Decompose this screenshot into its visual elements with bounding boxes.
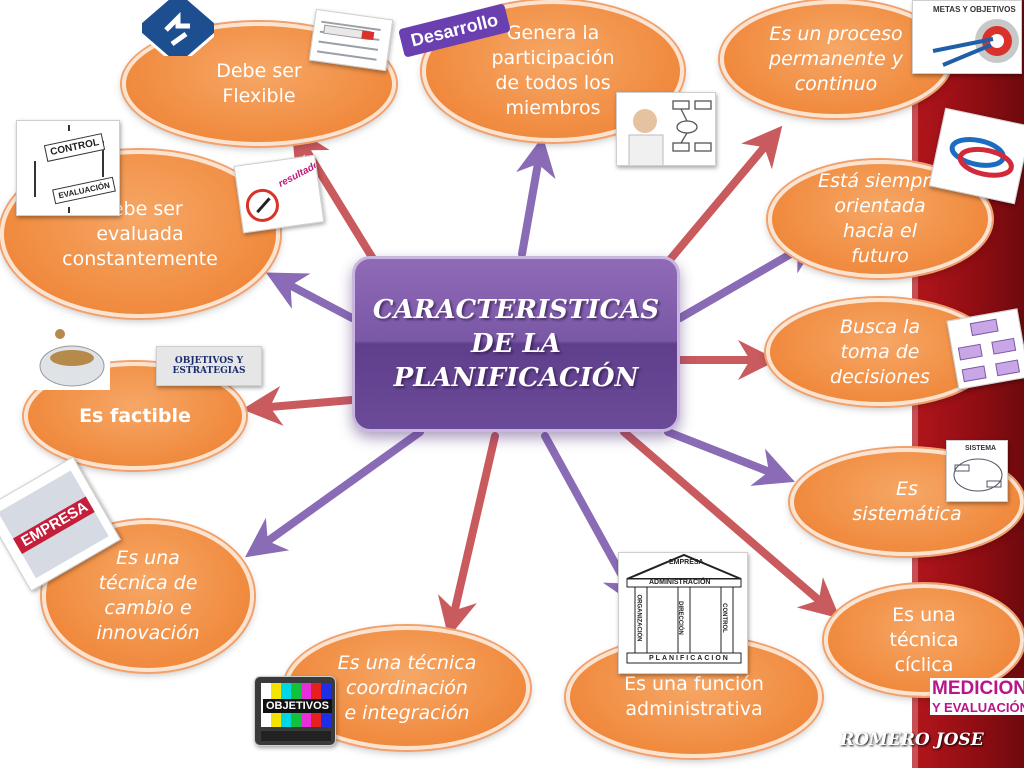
direction-sign-image bbox=[142, 0, 214, 56]
rubber-bands-image bbox=[928, 107, 1024, 205]
author-signature: ROMERO JOSE bbox=[840, 730, 984, 750]
metas-objetivos-label: METAS Y OBJETIVOS bbox=[933, 5, 1016, 14]
empresa-top-label: EMPRESA bbox=[669, 559, 704, 566]
org-chart-image bbox=[946, 308, 1024, 390]
control-evaluation-image: CONTROL EVALUACIÓN bbox=[16, 120, 120, 216]
direccion-label: DIRECCIÓN bbox=[676, 601, 683, 635]
system-icon bbox=[953, 458, 1003, 492]
planificacion-label: PLANIFICACION bbox=[649, 655, 730, 662]
results-image: resultados bbox=[233, 154, 325, 234]
objetivos-tv-label: OBJETIVOS bbox=[263, 699, 332, 713]
arrow-futuro bbox=[676, 235, 822, 322]
pencil-icon bbox=[316, 20, 381, 61]
temple-icon bbox=[626, 553, 742, 664]
arrow-administrativa bbox=[541, 432, 640, 609]
y-evaluacion-label: Y EVALUACIÓN bbox=[930, 700, 1024, 715]
rings-icon bbox=[949, 137, 1014, 178]
arrow-ciclica bbox=[620, 428, 841, 619]
node-ciclica: Es una técnica cíclica bbox=[824, 584, 1024, 696]
hierarchy-icon bbox=[957, 318, 1021, 383]
arrow-factible bbox=[242, 386, 356, 426]
cycle-icon bbox=[34, 125, 104, 213]
darts-target-image: METAS Y OBJETIVOS bbox=[912, 0, 1022, 74]
arrow-evaluada bbox=[265, 272, 356, 322]
objetivos-estrategias-label: OBJETIVOS Y ESTRATEGIAS bbox=[172, 356, 246, 376]
sistema-label: SISTEMA bbox=[965, 445, 997, 452]
organizacion-label: ORGANIZACIÓN bbox=[635, 594, 642, 642]
piggy-bank-icon bbox=[39, 329, 105, 387]
arrow-permanente bbox=[664, 125, 783, 266]
arrow-participacion bbox=[516, 136, 556, 258]
node-decisiones: Busca la toma de decisiones bbox=[766, 298, 994, 406]
woman-chart-image bbox=[616, 92, 716, 166]
flowchart-icon bbox=[628, 100, 712, 165]
administration-temple-image: EMPRESA ADMINISTRACIÓN ORGANIZACIÓN DIRE… bbox=[618, 552, 748, 674]
objectives-strategies-image: OBJETIVOS Y ESTRATEGIAS bbox=[156, 346, 262, 386]
arrow-coordinacion bbox=[437, 432, 499, 638]
building-icon bbox=[0, 470, 109, 579]
arrow-sistematica bbox=[664, 428, 795, 486]
central-title: CARACTERISTICAS DE LA PLANIFICACIÓN bbox=[352, 256, 680, 432]
target-icon bbox=[932, 19, 1019, 67]
piggy-bank-image bbox=[30, 328, 110, 390]
pencil-paper-image bbox=[308, 8, 394, 72]
administracion-label: ADMINISTRACIÓN bbox=[649, 579, 711, 586]
medicion-label: MEDICION bbox=[930, 678, 1024, 700]
direction-sign-icon bbox=[142, 0, 214, 56]
tv-objectives-image: OBJETIVOS bbox=[254, 676, 336, 746]
system-diagram-image: SISTEMA bbox=[946, 440, 1008, 502]
arrow-cambio bbox=[244, 428, 424, 558]
empresa-banner-image: EMPRESA bbox=[0, 456, 122, 592]
control-column-label: CONTROL bbox=[720, 603, 727, 633]
compass-icon bbox=[245, 188, 279, 222]
